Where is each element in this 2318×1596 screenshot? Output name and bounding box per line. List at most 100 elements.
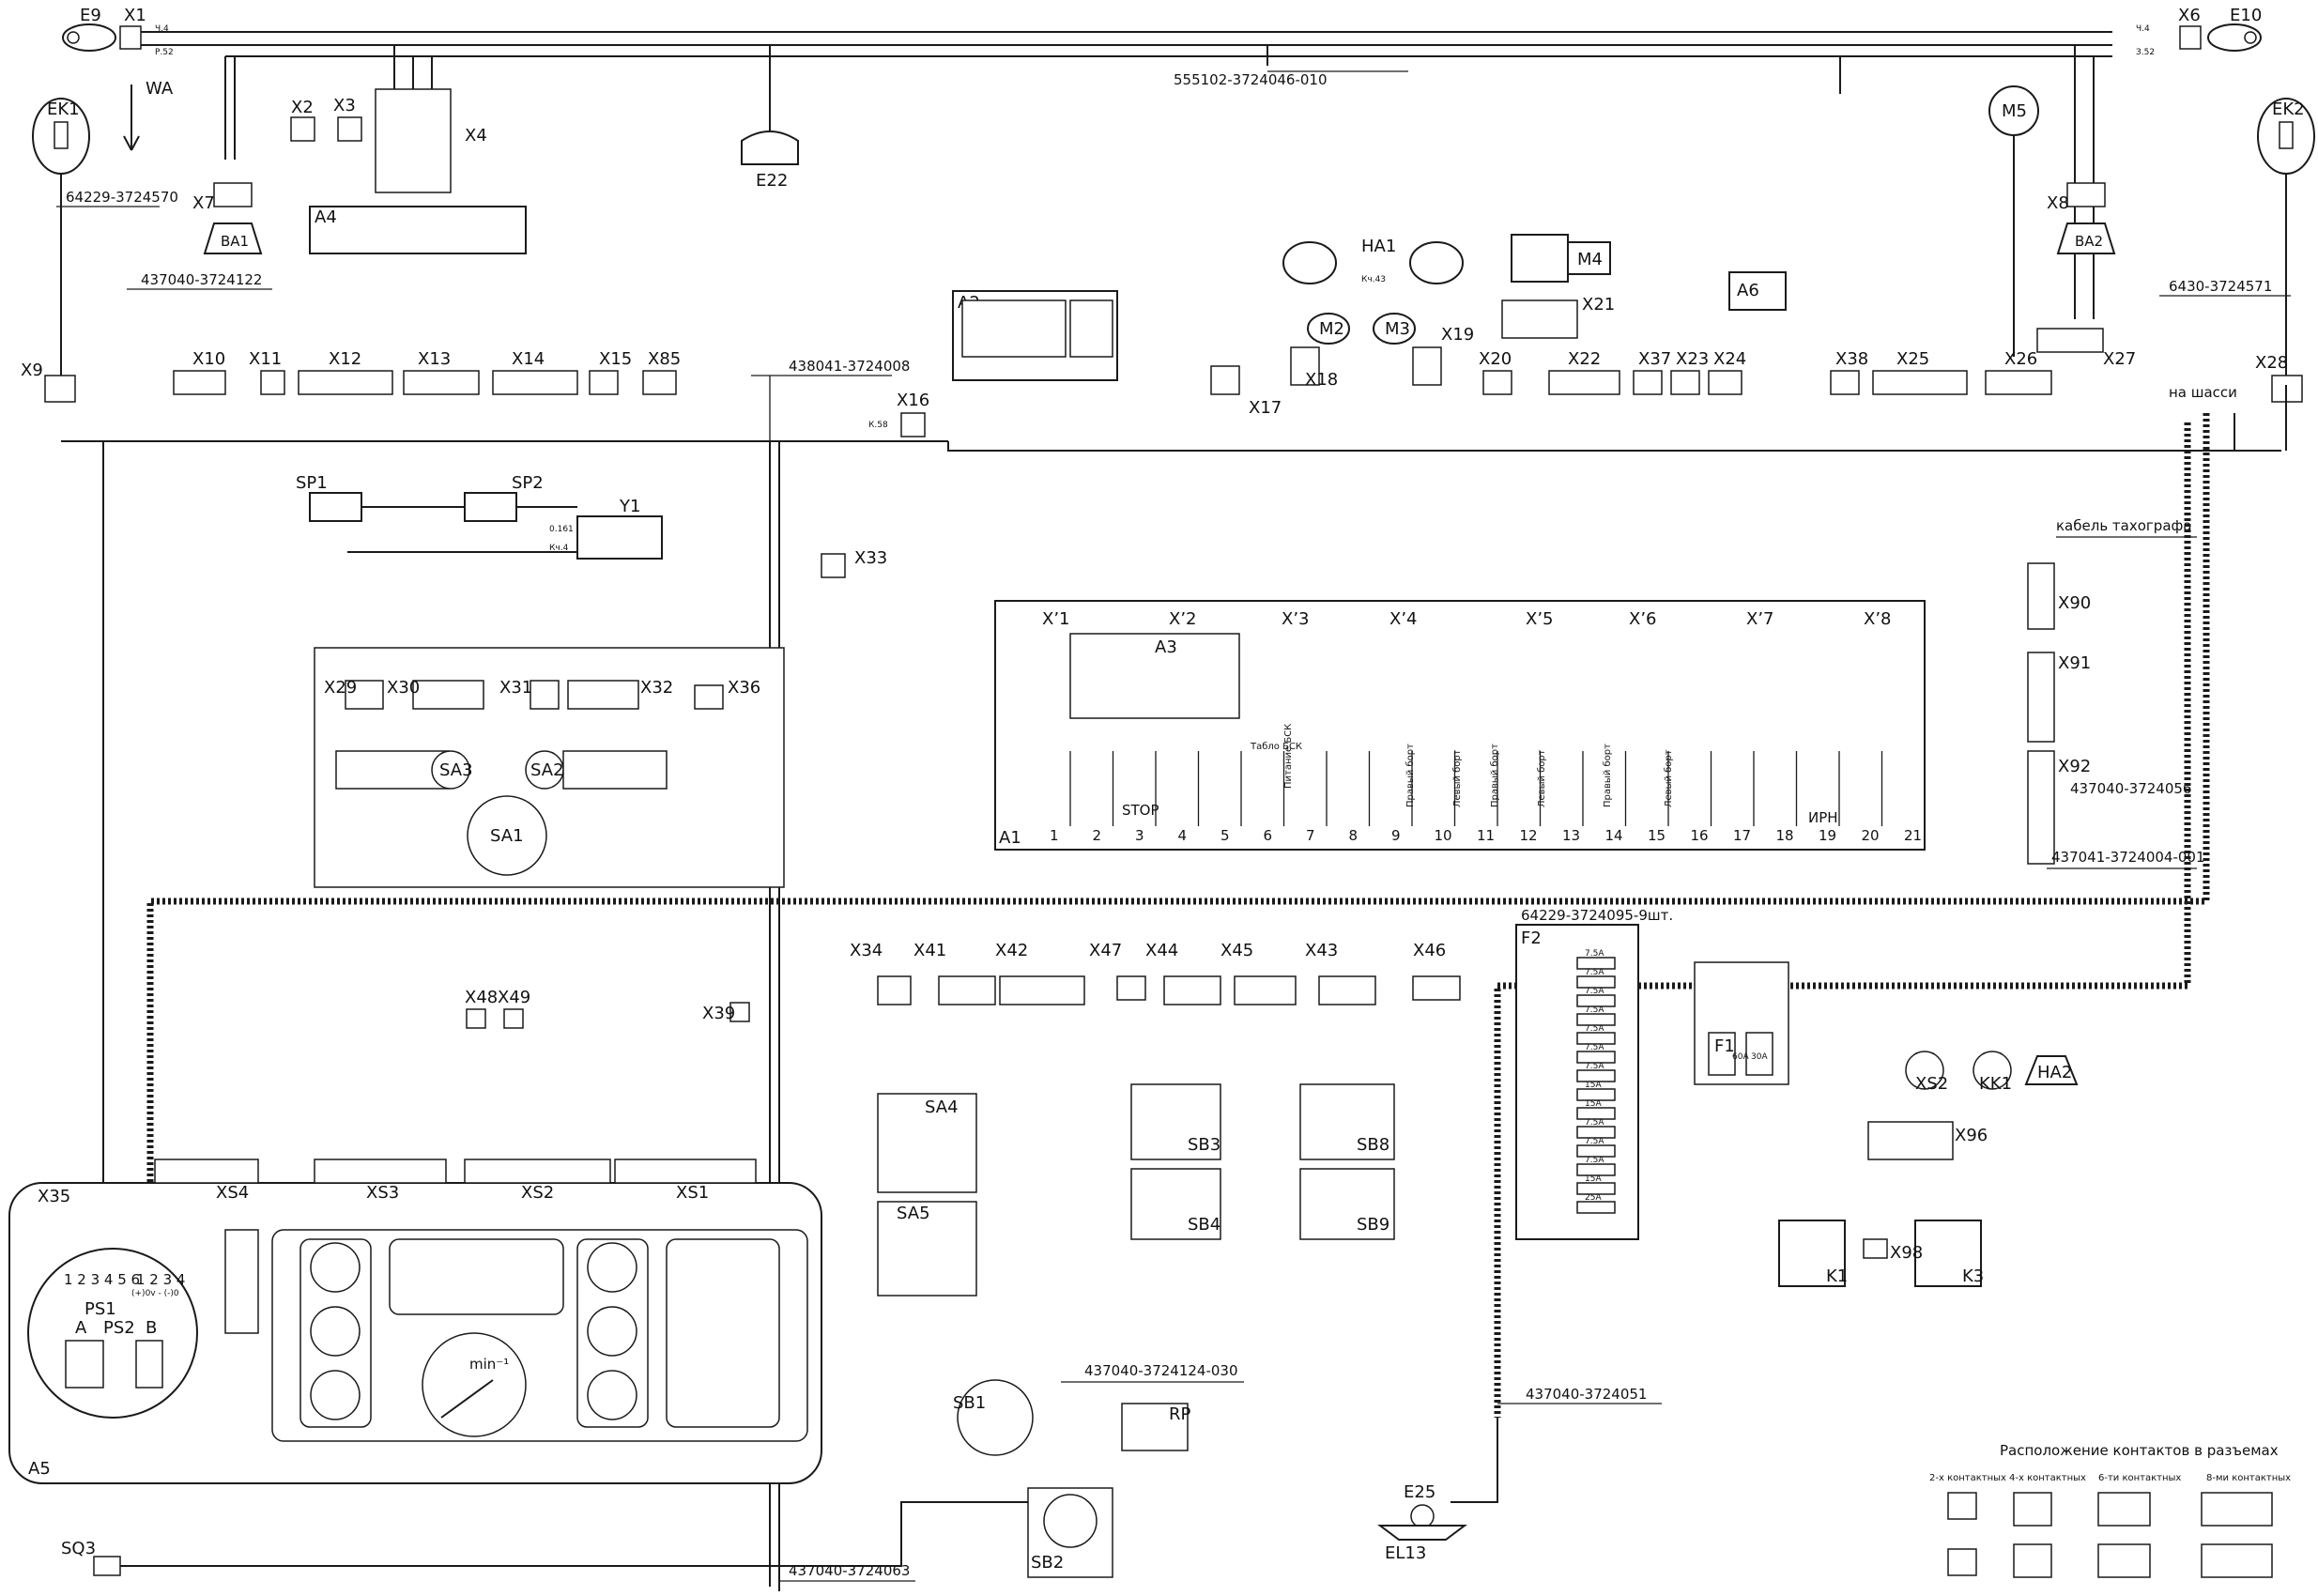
wire-label: Кч.43 [1361, 275, 1386, 284]
a1-position-number: 3 [1135, 827, 1144, 844]
lamp-e9: E9 X1 Ч.4 Р.52 [62, 6, 174, 57]
label-sa2: SA2 [530, 760, 564, 780]
fuse [1576, 1201, 1616, 1214]
fuse [1576, 1144, 1616, 1158]
label-a6: A6 [1737, 281, 1759, 300]
label-x11: X11 [249, 349, 282, 369]
a1-tabl: Табло БСК [1250, 742, 1302, 752]
label-xs2: XS2 [521, 1183, 554, 1203]
label-kk1: KK1 [1979, 1074, 2012, 1094]
label-m4: M4 [1577, 250, 1603, 269]
legend-title: Расположение контактов в разъемах [2000, 1442, 2279, 1459]
speaker-ba2: X8 BA2 [2047, 182, 2116, 254]
a1-position-number: 15 [1648, 827, 1666, 844]
label-sp2: SP2 [512, 473, 544, 493]
label-xs3: XS3 [366, 1183, 399, 1203]
label-x7: X7 [192, 193, 215, 213]
label-sb4: SB4 [1188, 1215, 1220, 1235]
fuse-rating: 15A [1585, 1174, 1602, 1184]
label-x38: X38 [1835, 349, 1868, 369]
label-x26: X26 [2004, 349, 2037, 369]
label-ha2: HA2 [2037, 1063, 2072, 1082]
label-ba1: BA1 [221, 233, 249, 250]
label-x12: X12 [329, 349, 361, 369]
label-x46: X46 [1413, 941, 1446, 960]
label-a3: A3 [1155, 637, 1177, 657]
a1-connector-label: X’5 [1526, 609, 1554, 629]
lamp-el13: E25 EL13 [1377, 1418, 1498, 1563]
label-m2: M2 [1319, 319, 1344, 339]
a1-position-number: 14 [1605, 827, 1623, 844]
label-x34: X34 [850, 941, 883, 960]
right-small-devices: XS2 KK1 HA2 [1905, 1051, 2079, 1094]
label-ek1: EK1 [47, 100, 80, 119]
harness-label: 555102-3724046-010 [1174, 71, 1328, 88]
fuse-rating: 7.5A [1585, 1137, 1604, 1146]
connector-x49 [503, 1008, 524, 1029]
switch-sb1: SB1 RP SB2 [953, 1379, 1191, 1578]
label-x90: X90 [2058, 593, 2091, 613]
a1-position-number: 8 [1349, 827, 1359, 844]
label-x15: X15 [599, 349, 632, 369]
label-ha1: HA1 [1361, 237, 1396, 256]
wire-label: Р.52 [155, 48, 174, 57]
fuse [1576, 1088, 1616, 1101]
a1-connector-label: X’8 [1864, 609, 1892, 629]
module-a2: A2 [952, 290, 1118, 381]
a1-position-number: 19 [1819, 827, 1836, 844]
connector-x16 [900, 412, 926, 437]
fuse-rating: 7.5A [1585, 1062, 1604, 1071]
top-harness: 555102-3724046-010 [141, 31, 2112, 319]
harness-label: 437040-3724122 [141, 271, 262, 288]
label-wa: WA [146, 79, 174, 99]
a1-connector-label: X’2 [1169, 609, 1197, 629]
fuse-rating: 7.5A [1585, 1118, 1604, 1128]
label-x20: X20 [1479, 349, 1512, 369]
harness-label: 437041-3724004-001 [2051, 849, 2205, 866]
fuse-rating: 7.5A [1585, 949, 1604, 959]
switches-sb: SA4 SA5 SB3 SB4 SB8 SB9 [877, 1083, 1395, 1297]
ps2-pins: 1 2 3 4 [136, 1271, 185, 1288]
harness-label: на шасси [2169, 384, 2237, 401]
a1-pb1: Правый борт [1405, 744, 1416, 807]
label-x92: X92 [2058, 757, 2091, 776]
a1-connector-label: X’7 [1746, 609, 1774, 629]
fuse-list: 7.5A7.5A7.5A7.5A7.5A7.5A7.5A15A15A7.5A7.… [1576, 949, 1616, 1214]
fuse [1576, 1069, 1616, 1082]
harness-label: 437040-3724051 [1526, 1386, 1647, 1403]
harness-label: 6430-3724571 [2169, 278, 2272, 295]
motor-m5: M5 [1988, 85, 2039, 357]
label-x36: X36 [728, 678, 760, 698]
harness-label: 64229-3724570 [66, 189, 178, 206]
label-x30: X30 [387, 678, 420, 698]
rpm-label: min⁻¹ [469, 1356, 509, 1373]
label-x48: X48 [465, 988, 498, 1007]
label-x31: X31 [499, 678, 532, 698]
fuse-rating: 25A [1585, 1193, 1602, 1203]
harness-label: кабель тахографа [2056, 517, 2192, 534]
label-e25: E25 [1404, 1482, 1435, 1502]
wire-label: Ч.4 [2136, 24, 2150, 34]
motor-m4: M4 X21 [1501, 234, 1615, 339]
connector-row-top: X9 X10 X11 X12 X13 X14 X15 X85 X20 X22 X… [21, 328, 2303, 403]
legend-c8: 8-ми контактных [2206, 1473, 2291, 1483]
a1-connector-label: X’1 [1042, 609, 1070, 629]
label-xs4: XS4 [216, 1183, 249, 1203]
label-sa4: SA4 [925, 1097, 959, 1117]
label-x4: X4 [465, 126, 487, 146]
label-x37: X37 [1638, 349, 1671, 369]
lamp-ek1: EK1 [32, 98, 90, 385]
module-a1: A1 A3 STOP Табло БСК Питание БСК Правый … [994, 600, 1926, 851]
label-x42: X42 [995, 941, 1028, 960]
fuse [1576, 1013, 1616, 1026]
label-xs1: XS1 [676, 1183, 709, 1203]
label-ek2: EK2 [2272, 100, 2305, 119]
fuse [1576, 957, 1616, 970]
label-a: A [75, 1318, 87, 1338]
horn-ha1: HA1 Кч.43 [1282, 237, 1464, 284]
label-m5: M5 [2002, 101, 2027, 121]
fuse-rating: 15A [1585, 1081, 1602, 1090]
contact-legend: Расположение контактов в разъемах 2-х ко… [1929, 1442, 2291, 1578]
